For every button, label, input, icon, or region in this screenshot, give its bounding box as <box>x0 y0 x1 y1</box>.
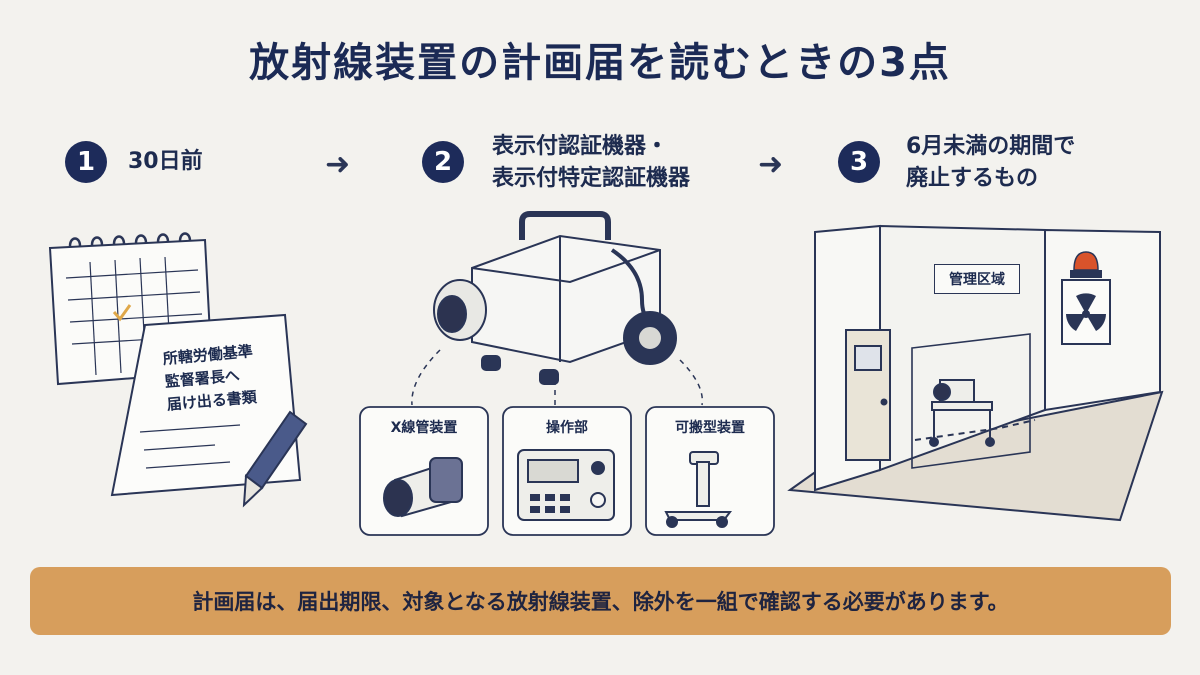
step-3-badge: 3 <box>838 141 880 183</box>
page-title: 放射線装置の計画届を読むときの3点 <box>249 40 951 86</box>
xray-tube-icon <box>383 457 463 518</box>
step-1-badge: 1 <box>65 141 107 183</box>
step-3-text: 6月未満の期間で 廃止するもの <box>906 131 1075 195</box>
control-panel-icon <box>517 449 615 521</box>
radiation-icon <box>1066 293 1106 331</box>
check-icon <box>112 304 132 322</box>
warning-light-icon <box>1070 251 1102 278</box>
step-2-badge: 2 <box>422 141 464 183</box>
controlled-area-label: 管理区域 <box>934 264 1020 294</box>
arrow-right-icon: ➜ <box>758 147 784 182</box>
component-label-portable: 可搬型装置 <box>675 420 745 436</box>
component-label-console: 操作部 <box>546 420 588 436</box>
step-2-line-1: 表示付認証機器・ <box>492 134 669 159</box>
mini-xray-cart-icon <box>929 379 995 447</box>
step-3-line-2: 廃止するもの <box>906 166 1039 191</box>
step-1-line: 30日前 <box>128 149 203 174</box>
step-2-text: 表示付認証機器・ 表示付特定認証機器 <box>492 131 690 195</box>
step-3-line-1: 6月未満の期間で <box>906 134 1076 159</box>
summary-banner: 計画届は、届出期限、対象となる放射線装置、除外を一組で確認する必要があります。 <box>30 567 1171 635</box>
step-2-line-2: 表示付特定認証機器 <box>492 166 691 191</box>
component-label-xray-tube: X線管装置 <box>390 420 458 436</box>
document-text: 所轄労働基準 監督署長へ 届け出る書類 <box>162 340 258 417</box>
pen-icon <box>242 410 308 508</box>
arrow-right-icon: ➜ <box>325 147 351 182</box>
portable-stand-icon <box>664 451 732 528</box>
xray-device-icon <box>433 211 677 385</box>
document-icon <box>110 313 302 497</box>
step-1-text: 30日前 <box>128 146 203 178</box>
